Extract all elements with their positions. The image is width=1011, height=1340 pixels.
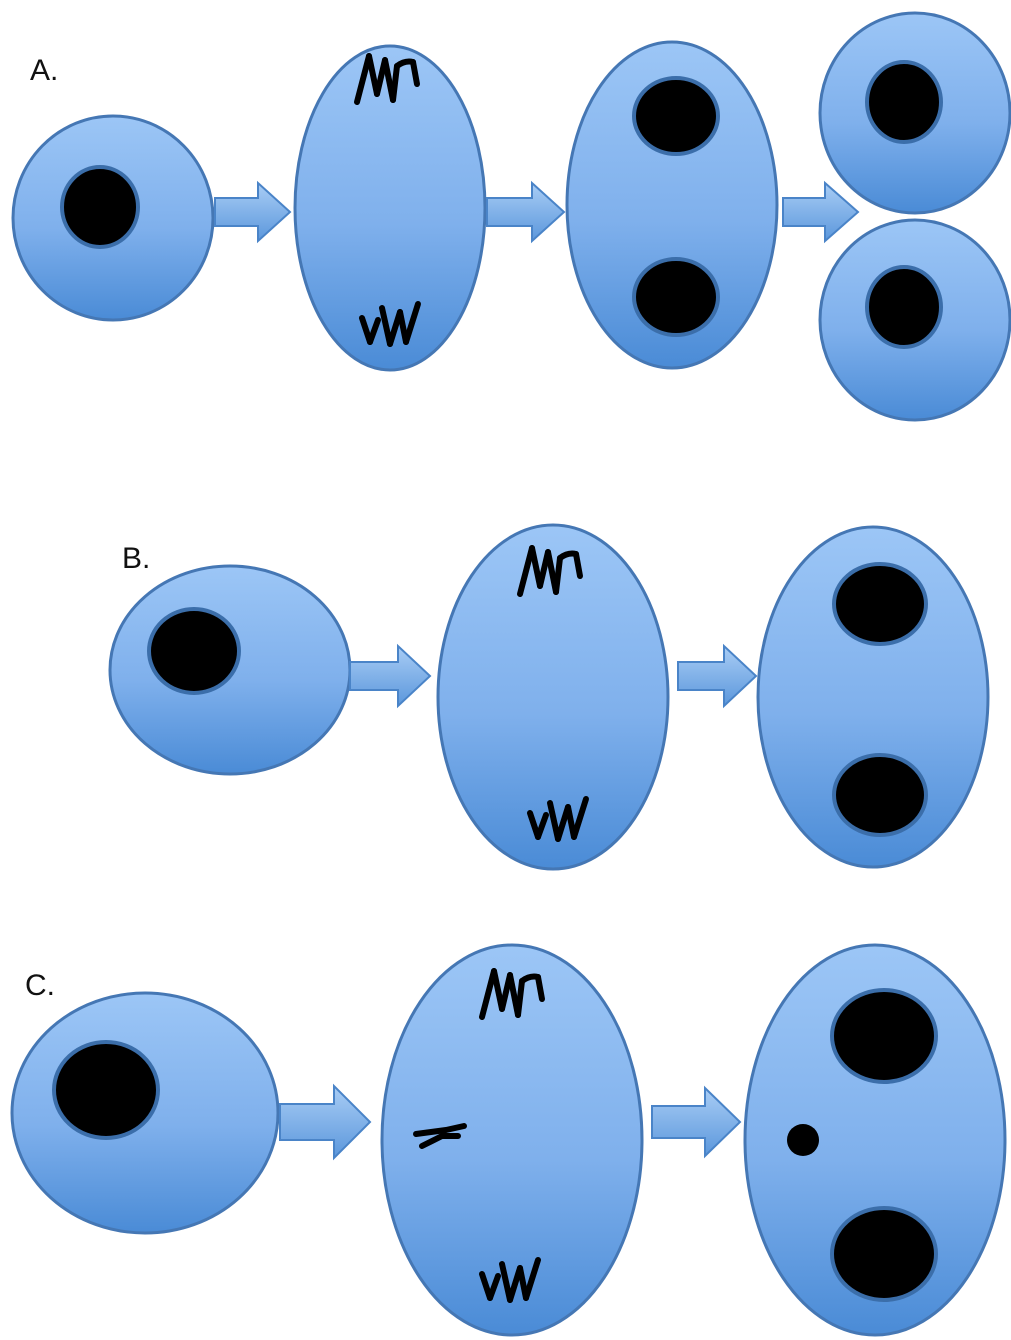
right-arrow-icon xyxy=(678,646,756,706)
nucleus-icon xyxy=(834,564,926,644)
nucleus-icon xyxy=(834,755,926,835)
right-arrow-icon xyxy=(783,183,858,241)
nucleus-icon xyxy=(832,1208,936,1300)
cell-icon xyxy=(758,527,988,867)
right-arrow-icon xyxy=(487,183,564,241)
nucleus-icon xyxy=(634,78,718,154)
nucleus-icon xyxy=(867,267,941,347)
cell-icon xyxy=(438,525,668,869)
right-arrow-icon xyxy=(350,646,430,706)
nucleus-icon xyxy=(149,609,239,693)
nucleus-icon xyxy=(634,259,718,335)
cell-icon xyxy=(820,220,1010,420)
row-b-label: B. xyxy=(122,542,150,575)
cell-icon xyxy=(382,945,642,1335)
nucleus-icon xyxy=(54,1042,158,1138)
cell-icon xyxy=(567,42,777,368)
right-arrow-icon xyxy=(280,1086,370,1158)
cell-icon xyxy=(745,945,1005,1335)
row-c: C. xyxy=(12,945,1005,1335)
cell-icon xyxy=(110,566,350,774)
nucleus-icon xyxy=(62,167,138,247)
cell-icon xyxy=(12,993,278,1233)
right-arrow-icon xyxy=(652,1088,740,1156)
cell-icon xyxy=(13,116,213,320)
row-b: B. xyxy=(110,525,988,869)
cell-icon xyxy=(820,13,1010,213)
row-a-label: A. xyxy=(30,54,58,87)
right-arrow-icon xyxy=(215,183,290,241)
row-c-label: C. xyxy=(25,969,55,1002)
nucleus-icon xyxy=(867,62,941,142)
nucleus-icon xyxy=(832,990,936,1082)
row-a: A. xyxy=(13,13,1010,420)
micronucleus-icon xyxy=(787,1124,819,1156)
cell-icon xyxy=(295,46,485,370)
